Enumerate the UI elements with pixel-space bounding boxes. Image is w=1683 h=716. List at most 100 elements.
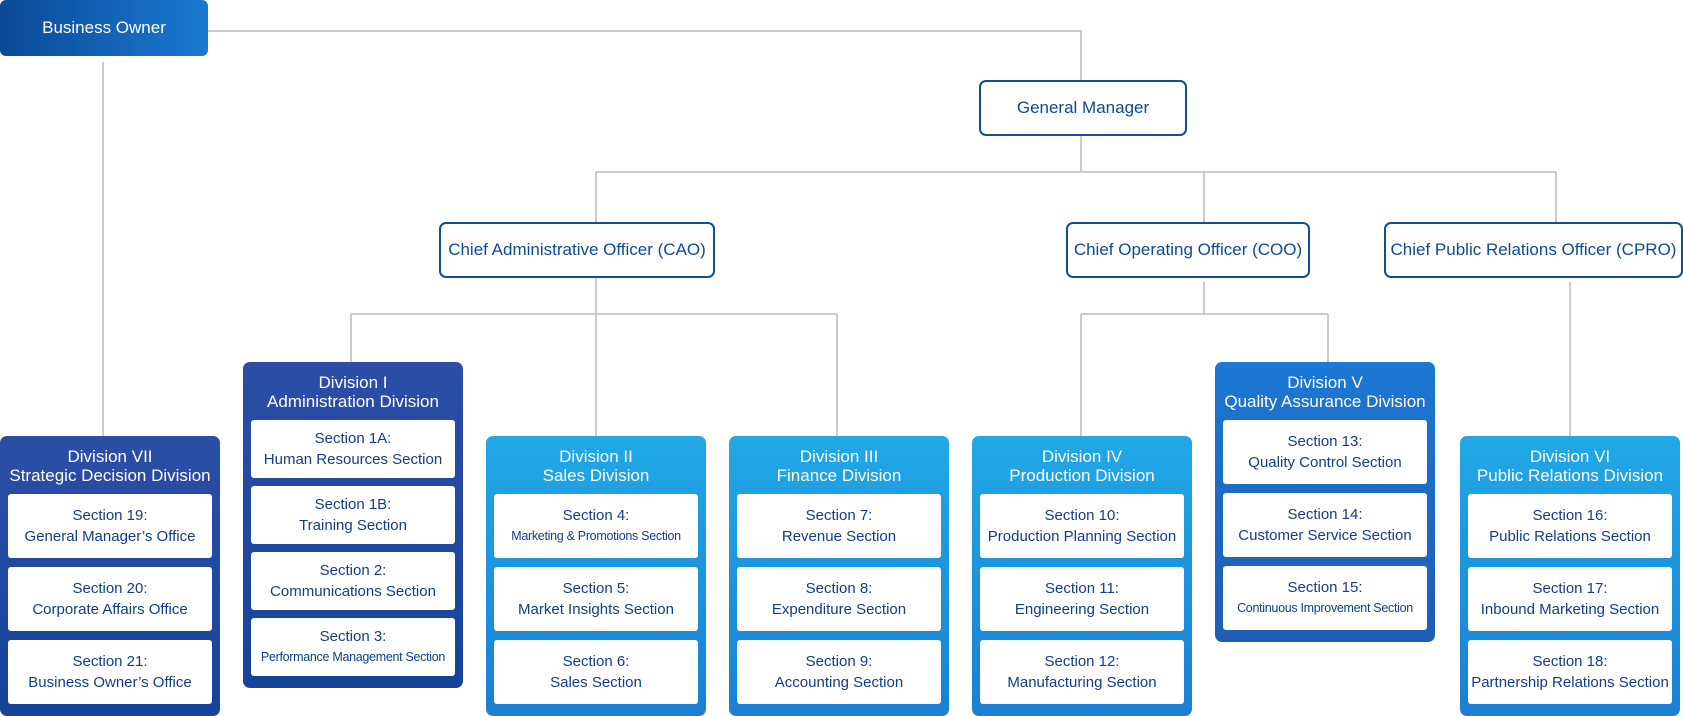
- section-1b-num: Section 1B:: [314, 496, 392, 513]
- division-i-name: Administration Division: [267, 392, 439, 411]
- section-7: Section 7: Revenue Section: [737, 494, 941, 558]
- division-vi-header: Division VI Public Relations Division: [1468, 443, 1672, 494]
- division-iv: Division IV Production Division Section …: [972, 436, 1192, 716]
- cpro-label: Chief Public Relations Officer (CPRO): [1390, 240, 1677, 259]
- section-12: Section 12: Manufacturing Section: [980, 640, 1184, 704]
- section-2-name: Communications Section: [270, 583, 436, 600]
- section-17-name: Inbound Marketing Section: [1480, 601, 1660, 618]
- section-9-num: Section 9:: [805, 653, 873, 670]
- section-13-name: Quality Control Section: [1248, 454, 1402, 471]
- cao-label: Chief Administrative Officer (CAO): [448, 240, 706, 259]
- section-14: Section 14: Customer Service Section: [1223, 493, 1427, 557]
- business-owner-box: Business Owner: [0, 0, 208, 56]
- section-1b-name: Training Section: [299, 517, 407, 534]
- section-19-name: General Manager’s Office: [24, 528, 196, 545]
- section-11-name: Engineering Section: [1014, 601, 1150, 618]
- section-1a: Section 1A: Human Resources Section: [251, 420, 455, 478]
- section-5-name: Market Insights Section: [518, 601, 674, 618]
- section-2-num: Section 2:: [319, 562, 387, 579]
- section-15-name: Continuous Improvement Section: [1237, 601, 1413, 615]
- section-19-num: Section 19:: [72, 507, 148, 524]
- division-v: Division V Quality Assurance Division Se…: [1215, 362, 1435, 642]
- coo-box: Chief Operating Officer (COO): [1066, 222, 1310, 278]
- section-1a-name: Human Resources Section: [263, 451, 443, 468]
- section-13: Section 13: Quality Control Section: [1223, 420, 1427, 484]
- section-10-name: Production Planning Section: [987, 528, 1177, 545]
- division-iv-title: Division IV: [1041, 447, 1123, 466]
- section-8-num: Section 8:: [805, 580, 873, 597]
- connector-owner-gm: [208, 30, 1082, 80]
- division-ii: Division II Sales Division Section 4: Ma…: [486, 436, 706, 716]
- section-11: Section 11: Engineering Section: [980, 567, 1184, 631]
- division-iii-title: Division III: [799, 447, 879, 466]
- section-11-num: Section 11:: [1045, 580, 1119, 597]
- section-21-name: Business Owner’s Office: [28, 674, 192, 691]
- section-10-num: Section 10:: [1044, 507, 1120, 524]
- section-21-num: Section 21:: [72, 653, 148, 670]
- section-2: Section 2: Communications Section: [251, 552, 455, 610]
- section-16: Section 16: Public Relations Section: [1468, 494, 1672, 558]
- section-4: Section 4: Marketing & Promotions Sectio…: [494, 494, 698, 558]
- division-vi-title: Division VI: [1529, 447, 1611, 466]
- division-i-title: Division I: [318, 373, 388, 392]
- division-iii-header: Division III Finance Division: [737, 443, 941, 494]
- connector-gm-officers: [595, 136, 1557, 222]
- section-17: Section 17: Inbound Marketing Section: [1468, 567, 1672, 631]
- division-vi: Division VI Public Relations Division Se…: [1460, 436, 1680, 716]
- division-vi-name: Public Relations Division: [1476, 466, 1664, 485]
- section-5-num: Section 5:: [562, 580, 630, 597]
- business-owner-label: Business Owner: [42, 18, 166, 37]
- connector-cao-divisions: [350, 278, 838, 436]
- section-13-num: Section 13:: [1287, 433, 1363, 450]
- division-vii-name: Strategic Decision Division: [9, 466, 211, 485]
- section-6: Section 6: Sales Section: [494, 640, 698, 704]
- section-16-num: Section 16:: [1532, 507, 1608, 524]
- section-8: Section 8: Expenditure Section: [737, 567, 941, 631]
- division-vii-title: Division VII: [67, 447, 153, 466]
- section-15: Section 15: Continuous Improvement Secti…: [1223, 566, 1427, 630]
- section-20: Section 20: Corporate Affairs Office: [8, 567, 212, 631]
- section-4-num: Section 4:: [562, 507, 630, 524]
- section-10: Section 10: Production Planning Section: [980, 494, 1184, 558]
- division-vii: Division VII Strategic Decision Division…: [0, 436, 220, 716]
- section-18-name: Partnership Relations Section: [1471, 674, 1669, 691]
- coo-label: Chief Operating Officer (COO): [1073, 240, 1303, 259]
- section-9: Section 9: Accounting Section: [737, 640, 941, 704]
- section-21: Section 21: Business Owner’s Office: [8, 640, 212, 704]
- section-12-num: Section 12:: [1044, 653, 1120, 670]
- division-i-header: Division I Administration Division: [251, 369, 455, 420]
- division-iv-name: Production Division: [1009, 466, 1155, 485]
- cpro-box: Chief Public Relations Officer (CPRO): [1384, 222, 1683, 278]
- division-ii-name: Sales Division: [542, 466, 650, 485]
- section-4-name: Marketing & Promotions Section: [511, 529, 681, 543]
- cao-box: Chief Administrative Officer (CAO): [439, 222, 715, 278]
- section-18-num: Section 18:: [1532, 653, 1608, 670]
- section-5: Section 5: Market Insights Section: [494, 567, 698, 631]
- section-6-name: Sales Section: [550, 674, 642, 691]
- general-manager-box: General Manager: [979, 80, 1187, 136]
- division-iv-header: Division IV Production Division: [980, 443, 1184, 494]
- section-17-num: Section 17:: [1532, 580, 1608, 597]
- section-3-num: Section 3:: [319, 628, 387, 645]
- section-15-num: Section 15:: [1287, 579, 1363, 596]
- division-v-title: Division V: [1287, 373, 1363, 392]
- division-v-header: Division V Quality Assurance Division: [1223, 369, 1427, 420]
- section-16-name: Public Relations Section: [1489, 528, 1651, 545]
- section-7-name: Revenue Section: [781, 528, 897, 545]
- section-8-name: Expenditure Section: [771, 601, 907, 618]
- section-18: Section 18: Partnership Relations Sectio…: [1468, 640, 1672, 704]
- connector-coo-divisions: [1080, 282, 1329, 436]
- section-6-num: Section 6:: [562, 653, 630, 670]
- section-12-name: Manufacturing Section: [1007, 674, 1157, 691]
- section-1a-num: Section 1A:: [314, 430, 392, 447]
- section-14-num: Section 14:: [1287, 506, 1363, 523]
- section-3: Section 3: Performance Management Sectio…: [251, 618, 455, 676]
- division-v-name: Quality Assurance Division: [1224, 392, 1426, 411]
- section-3-name: Performance Management Section: [260, 650, 446, 664]
- section-19: Section 19: General Manager’s Office: [8, 494, 212, 558]
- section-20-name: Corporate Affairs Office: [32, 601, 188, 618]
- section-1b: Section 1B: Training Section: [251, 486, 455, 544]
- section-20-num: Section 20:: [72, 580, 148, 597]
- division-iii-name: Finance Division: [776, 466, 902, 485]
